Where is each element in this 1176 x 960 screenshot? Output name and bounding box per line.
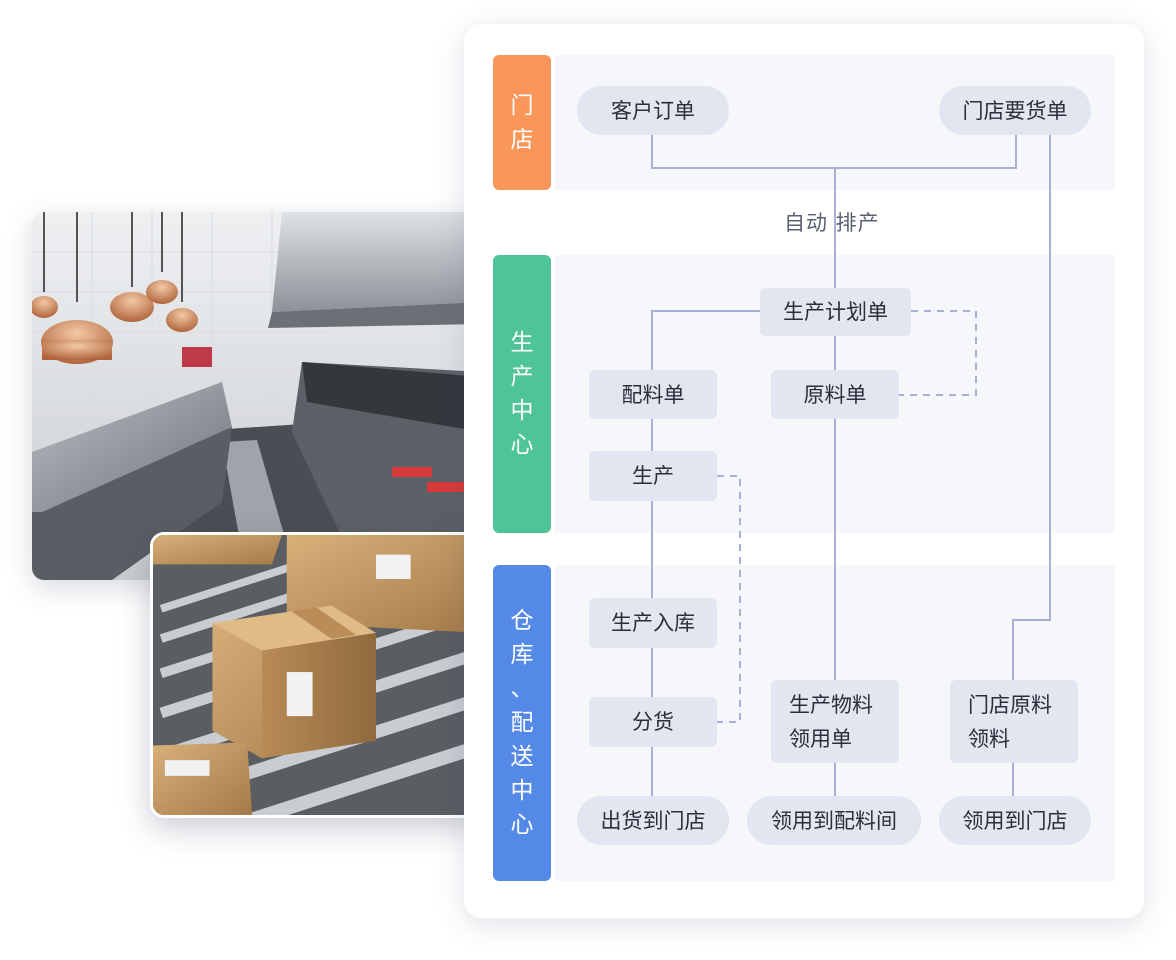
warehouse-tag-char: 中 xyxy=(510,778,534,804)
node-line: 生产物料 xyxy=(789,692,873,717)
node-line: 领料 xyxy=(968,726,1010,751)
raw-material-order-node: 原料单 xyxy=(771,370,899,419)
requisition-to-batching-room-node: 领用到配料间 xyxy=(747,796,921,845)
production-inbound-node: 生产入库 xyxy=(589,598,717,648)
node-line: 领用单 xyxy=(789,726,852,751)
warehouse-tag-char: 心 xyxy=(510,812,534,838)
store-tag-char: 店 xyxy=(510,126,534,153)
warehouse-tag: 仓 库 、 配 送 中 心 xyxy=(493,565,551,881)
warehouse-tag-char: 库 xyxy=(510,642,534,668)
ship-to-store-node: 出货到门店 xyxy=(577,796,729,845)
warehouse-tag-char: 配 xyxy=(510,710,534,736)
production-plan-node: 生产计划单 xyxy=(760,288,911,336)
warehouse-tag-char: 仓 xyxy=(510,608,534,634)
store-tag: 门 店 xyxy=(493,55,551,190)
production-tag-char: 中 xyxy=(510,398,534,424)
requisition-to-store-node: 领用到门店 xyxy=(939,796,1091,845)
store-raw-material-requisition-node: 门店原料 领料 xyxy=(950,680,1078,763)
production-node: 生产 xyxy=(589,451,717,501)
production-material-requisition-node: 生产物料 领用单 xyxy=(771,680,899,763)
node-line: 门店原料 xyxy=(968,692,1052,717)
kitchen-photo xyxy=(32,212,482,580)
production-tag-char: 产 xyxy=(510,364,534,390)
production-tag-char: 生 xyxy=(510,330,534,356)
production-tag: 生 产 中 心 xyxy=(493,255,551,533)
warehouse-photo xyxy=(150,532,482,818)
auto-scheduling-label: 自动 排产 xyxy=(784,211,880,235)
warehouse-tag-char: 、 xyxy=(510,676,534,702)
customer-order-node: 客户订单 xyxy=(577,86,729,135)
store-tag-char: 门 xyxy=(510,92,534,119)
warehouse-tag-char: 送 xyxy=(510,744,534,770)
distribution-node: 分货 xyxy=(589,697,717,747)
production-tag-char: 心 xyxy=(510,432,534,458)
batching-order-node: 配料单 xyxy=(589,370,717,419)
store-requisition-node: 门店要货单 xyxy=(939,86,1091,135)
